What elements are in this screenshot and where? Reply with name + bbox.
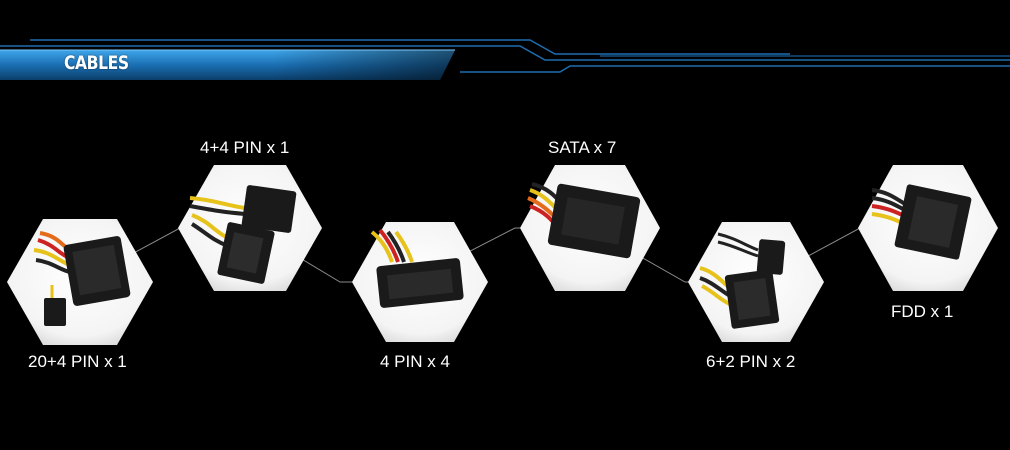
hex-20-4-pin: [7, 219, 153, 345]
hex-fdd: [858, 165, 998, 291]
pcie-8pin-connector-icon: [699, 232, 786, 329]
sata-power-connector-icon: [527, 182, 641, 259]
cable-label-4-4-pin: 4+4 PIN x 1: [200, 138, 290, 157]
hex-6-2-pin: [688, 222, 824, 342]
cable-label-4-pin: 4 PIN x 4: [380, 352, 450, 371]
atx-24pin-connector-icon: [33, 231, 131, 326]
hex-sata: [520, 165, 660, 291]
cable-label-fdd: FDD x 1: [891, 302, 954, 321]
cable-label-sata: SATA x 7: [548, 138, 617, 157]
hex-4-4-pin: [178, 165, 322, 291]
fdd-connector-icon: [871, 184, 972, 260]
section-title: CABLES: [64, 52, 129, 74]
cable-label-6-2-pin: 6+2 PIN x 2: [706, 352, 796, 371]
cable-label-20-4-pin: 20+4 PIN x 1: [28, 352, 127, 371]
header-deco-lines: [0, 39, 1010, 73]
molex-4pin-connector-icon: [370, 228, 464, 308]
hex-4-pin: [352, 222, 488, 342]
cpu-8pin-connector-icon: [189, 185, 297, 284]
